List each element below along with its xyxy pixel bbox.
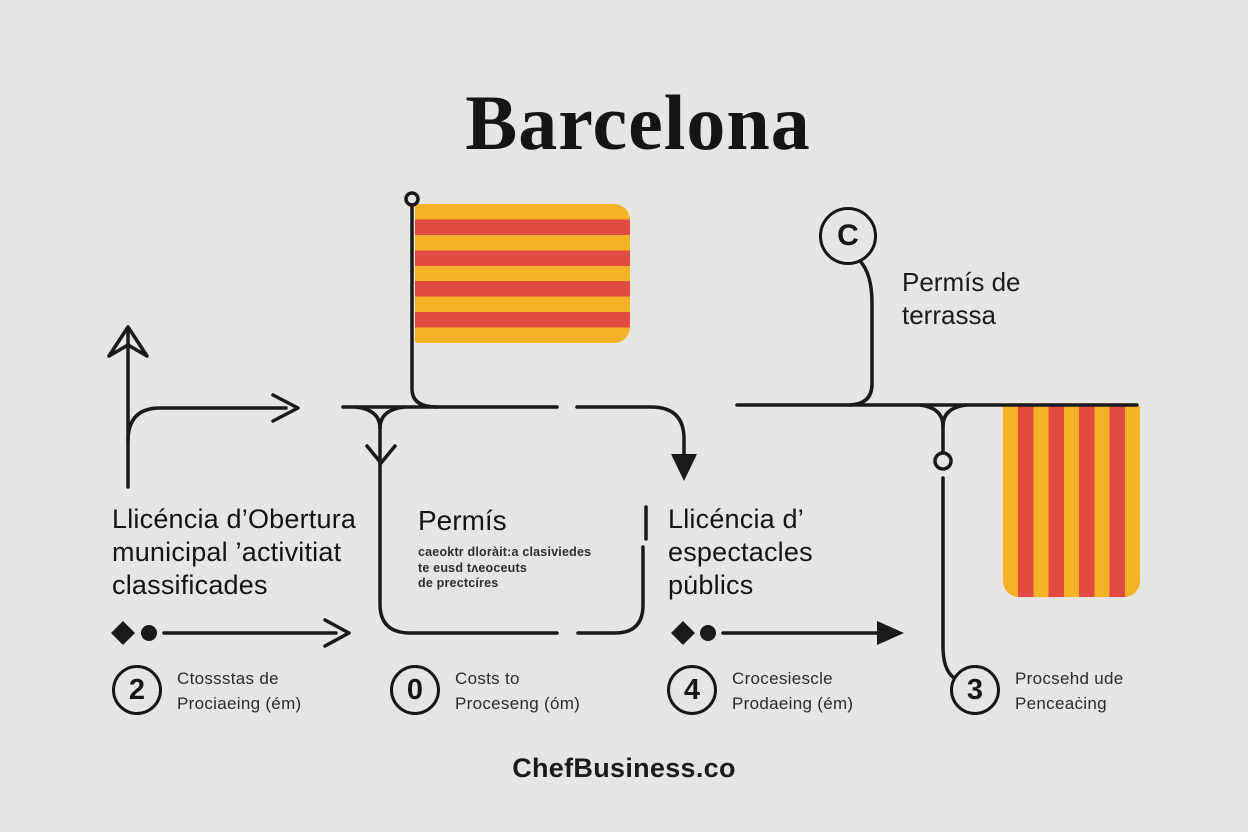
block-subtext: caeoktr dloràit:a clasiviedes te eusd tʌ… bbox=[418, 545, 591, 592]
step-label-line: Prociaeing (ém) bbox=[177, 694, 302, 713]
diamond-bullet-icon bbox=[671, 621, 695, 645]
step-label-line: Crocesiescle bbox=[732, 669, 833, 688]
step-label: Procsehd ude Penceaċing bbox=[1015, 666, 1124, 716]
step-label-line: Prodaeing (ém) bbox=[732, 694, 854, 713]
down-filled-arrow-icon bbox=[575, 405, 697, 481]
step-number-badge: 0 bbox=[390, 665, 440, 715]
ring-node-icon bbox=[933, 451, 953, 471]
block-subtext-line: de prectcíres bbox=[418, 576, 499, 590]
block-line: classificades bbox=[112, 570, 268, 600]
step-number-badge: 3 bbox=[950, 665, 1000, 715]
block-title: Permís bbox=[418, 505, 507, 536]
license-block-permis: Permís caeoktr dloràit:a clasiviedes te … bbox=[418, 505, 591, 592]
step-number-badge: 4 bbox=[667, 665, 717, 715]
step-arrow-filled-icon bbox=[671, 621, 904, 645]
diamond-bullet-icon bbox=[111, 621, 135, 645]
license-block-espectacles: Llicéncia d’ espectacles pu̇blics bbox=[668, 503, 813, 602]
step-label-line: Proceseng (óm) bbox=[455, 694, 581, 713]
block-line: espectacles bbox=[668, 537, 813, 567]
step-arrow-open-icon bbox=[111, 618, 351, 648]
step-number-badge: 2 bbox=[112, 665, 162, 715]
start-right-arrow-icon bbox=[126, 393, 300, 443]
terrace-label: Permís de terrassa bbox=[902, 266, 1021, 332]
step-label: Crocesiescle Prodaeing (ém) bbox=[732, 666, 853, 716]
terrace-branch-with-ring bbox=[918, 403, 968, 679]
terrace-node-pole bbox=[848, 259, 874, 407]
terrace-node-badge: C bbox=[819, 207, 877, 265]
step-label-line: Procsehd ude bbox=[1015, 669, 1124, 688]
step-label-line: Ctossstas de bbox=[177, 669, 279, 688]
dot-bullet-icon bbox=[141, 625, 157, 641]
block-line: Llicéncia d’ bbox=[668, 504, 804, 534]
block-line: pu̇blics bbox=[668, 570, 754, 600]
block-line: Llicéncia d’Obertura bbox=[112, 504, 357, 534]
brand-footer: ChefBusiness.co bbox=[512, 753, 736, 783]
step-label-line: Costs to bbox=[455, 669, 520, 688]
license-block-obertura: Llicéncia d’Obertura municipal ’activiti… bbox=[112, 503, 356, 602]
step-label: Costs to Proceseng (óm) bbox=[455, 666, 580, 716]
block-line: municipal ’activitiat bbox=[112, 537, 342, 567]
terrace-label-line: Permís de bbox=[902, 267, 1021, 297]
flag-pole-icon bbox=[404, 191, 439, 409]
step-label-line: Penceaċing bbox=[1015, 694, 1107, 713]
dot-bullet-icon bbox=[700, 625, 716, 641]
step-label: Ctossstas de Prociaeing (ém) bbox=[177, 666, 302, 716]
block-subtext-line: te eusd tʌeoceuts bbox=[418, 560, 527, 575]
start-up-arrow-icon bbox=[107, 325, 149, 489]
catalan-flag-horizontal-icon bbox=[415, 204, 630, 343]
terrace-label-line: terrassa bbox=[902, 300, 996, 330]
permis-branch-bracket bbox=[354, 405, 648, 635]
block-subtext-line: caeoktr dloràit:a clasiviedes bbox=[418, 545, 592, 559]
catalan-flag-vertical-icon bbox=[1003, 406, 1140, 597]
page-title: Barcelona bbox=[465, 79, 811, 166]
